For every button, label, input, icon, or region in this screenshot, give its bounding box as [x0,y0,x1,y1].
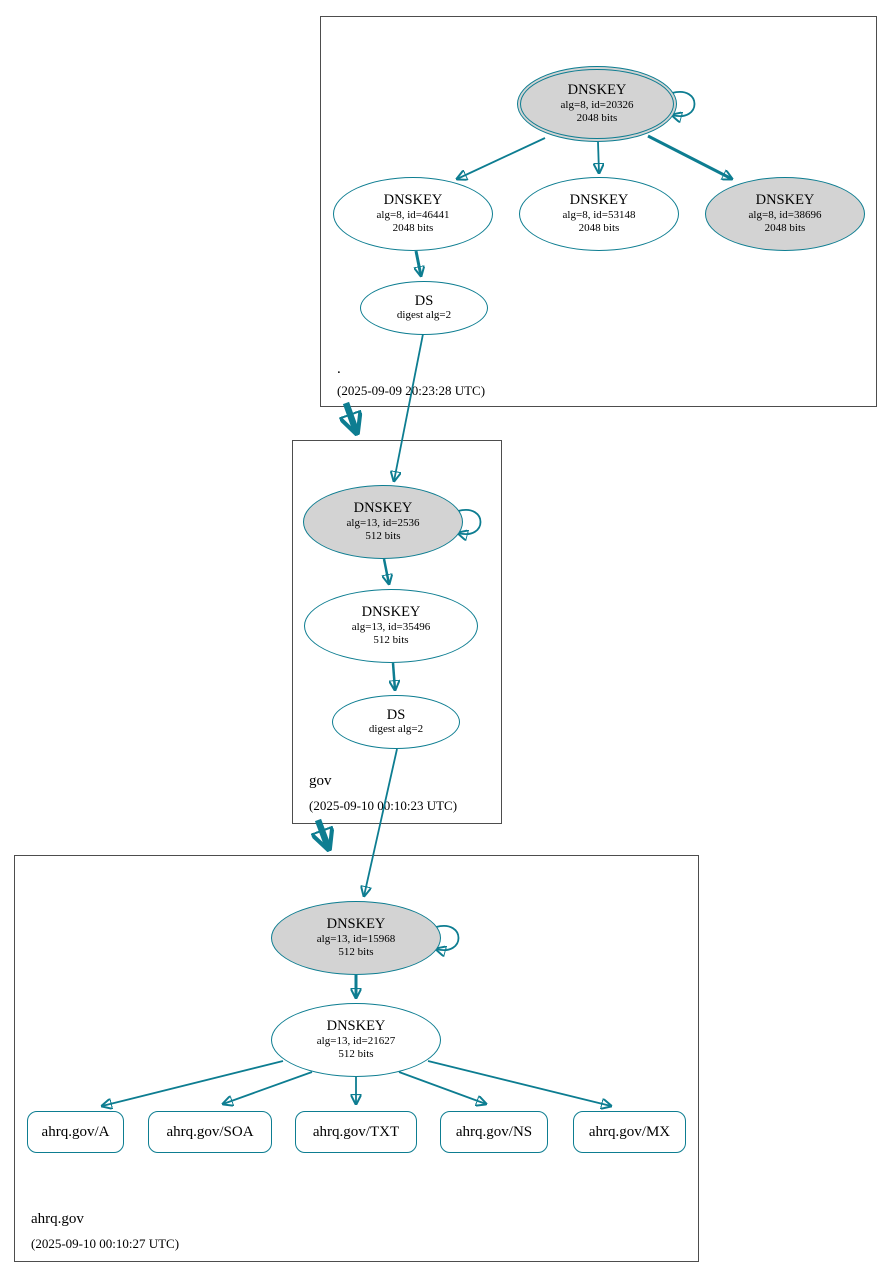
node-title: DNSKEY [353,499,413,516]
node-bits: 512 bits [338,1048,374,1061]
node-title: DNSKEY [755,191,815,208]
node-bits: 2048 bits [576,112,618,125]
edge-ahrq-zsk-to-ns [398,1071,486,1104]
node-bits: 512 bits [373,634,409,647]
root-dnskey-53148-node[interactable]: DNSKEY alg=8, id=53148 2048 bits [519,177,679,251]
edge-key46441-to-root-ds [416,250,421,276]
edge-root-ds-to-gov-ksk [394,333,424,481]
node-detail: digest alg=2 [396,309,452,322]
rrset-label: ahrq.gov/SOA [166,1123,254,1140]
node-bits: 512 bits [365,530,401,543]
rrset-ahrq-gov-ns[interactable]: ahrq.gov/NS [440,1111,548,1153]
edge-gov-ksk-selfloop [458,508,482,534]
root-ds-node[interactable]: DS digest alg=2 [360,281,488,335]
root-dnskey-38696-node[interactable]: DNSKEY alg=8, id=38696 2048 bits [705,177,865,251]
node-detail: alg=8, id=46441 [376,208,450,221]
edge-gov-zsk-to-ds [393,662,395,690]
node-title: DS [414,292,434,309]
edge-ahrq-zsk-to-mx [427,1060,611,1106]
root-ksk-dnskey-node[interactable]: DNSKEY alg=8, id=20326 2048 bits [517,66,677,142]
zone-box-ahrq: ahrq.gov (2025-09-10 00:10:27 UTC) [14,855,699,1262]
rrset-label: ahrq.gov/TXT [312,1123,400,1140]
node-detail: digest alg=2 [368,723,424,736]
edge-delegation-gov-to-ahrq [318,818,328,847]
node-detail: alg=13, id=21627 [316,1034,396,1047]
node-bits: 512 bits [338,946,374,959]
node-bits: 2048 bits [392,222,434,235]
edge-ahrq-zsk-to-a [102,1060,284,1106]
edge-ahrq-ksk-selfloop [436,924,460,950]
rrset-ahrq-gov-mx[interactable]: ahrq.gov/MX [573,1111,686,1153]
edge-gov-ksk-to-zsk [384,558,389,584]
node-title: DNSKEY [361,603,421,620]
gov-zsk-dnskey-node[interactable]: DNSKEY alg=13, id=35496 512 bits [304,589,478,663]
rrset-label: ahrq.gov/NS [455,1123,533,1140]
edge-root-ksk-to-key46441 [457,137,546,179]
zone-box-gov: gov (2025-09-10 00:10:23 UTC) [292,440,502,824]
node-title: DNSKEY [383,191,443,208]
gov-ksk-dnskey-node[interactable]: DNSKEY alg=13, id=2536 512 bits [303,485,463,559]
root-dnskey-46441-node[interactable]: DNSKEY alg=8, id=46441 2048 bits [333,177,493,251]
node-title: DNSKEY [569,191,629,208]
node-bits: 2048 bits [764,222,806,235]
rrset-label: ahrq.gov/MX [588,1123,671,1140]
gov-ds-node[interactable]: DS digest alg=2 [332,695,460,749]
zone-timestamp-gov: (2025-09-10 00:10:23 UTC) [309,798,458,813]
zone-label-root: . [337,361,341,377]
node-title: DNSKEY [326,915,386,932]
node-title: DNSKEY [567,81,627,98]
node-detail: alg=8, id=38696 [748,208,822,221]
edge-delegation-root-to-gov [346,401,356,431]
edge-ahrq-zsk-to-soa [223,1071,313,1104]
ahrq-ksk-dnskey-node[interactable]: DNSKEY alg=13, id=15968 512 bits [271,901,441,975]
node-title: DNSKEY [326,1017,386,1034]
rrset-ahrq-gov-txt[interactable]: ahrq.gov/TXT [295,1111,417,1153]
zone-label-ahrq: ahrq.gov [31,1211,84,1227]
zone-timestamp-ahrq: (2025-09-10 00:10:27 UTC) [31,1236,180,1251]
node-bits: 2048 bits [578,222,620,235]
zone-label-gov: gov [309,773,332,789]
edge-gov-ds-to-ahrq-ksk [364,748,398,896]
node-detail: alg=13, id=15968 [316,932,396,945]
edge-root-ksk-to-key53148 [598,141,599,173]
edge-root-ksk-to-key38696 [647,134,732,179]
rrset-ahrq-gov-a[interactable]: ahrq.gov/A [27,1111,124,1153]
rrset-label: ahrq.gov/A [41,1123,110,1140]
rrset-ahrq-gov-soa[interactable]: ahrq.gov/SOA [148,1111,272,1153]
node-title: DS [386,706,406,723]
node-detail: alg=8, id=20326 [560,98,634,111]
node-detail: alg=8, id=53148 [562,208,636,221]
edge-root-ksk-selfloop [672,90,696,116]
node-detail: alg=13, id=2536 [346,516,420,529]
node-detail: alg=13, id=35496 [351,620,431,633]
ahrq-zsk-dnskey-node[interactable]: DNSKEY alg=13, id=21627 512 bits [271,1003,441,1077]
